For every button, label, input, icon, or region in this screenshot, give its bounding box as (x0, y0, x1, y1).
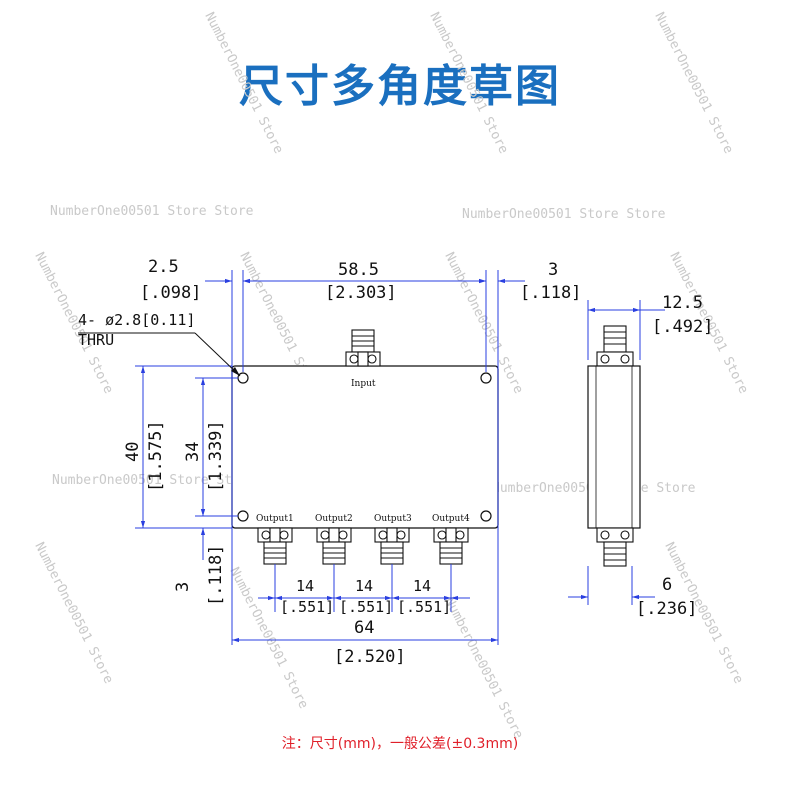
dim-edge-right-mm: 3 (548, 260, 558, 280)
output-connector-icon (257, 527, 293, 565)
dim-pitch-in: [.551] (280, 598, 334, 616)
port-label-output3: Output3 (374, 514, 412, 524)
side-view: 12.5 [.492] 6 [.236] (568, 293, 713, 619)
dim-pitch-mm: 14 (296, 577, 314, 595)
watermark-diag-2: NumberOne00501 Store (426, 10, 511, 156)
dim-width-in: [2.520] (334, 647, 406, 667)
dim-pitch-in: [.551] (339, 598, 393, 616)
dim-height-mm: 40 (123, 442, 143, 462)
dim-pitch-mm: 14 (355, 577, 373, 595)
output-connector-icon (316, 527, 352, 565)
watermark-diag-3: NumberOne00501 Store (651, 10, 736, 156)
splitter-body (231, 365, 499, 529)
dim-width-mm: 64 (354, 618, 374, 638)
page-title: 尺寸多角度草图 (239, 61, 561, 112)
dim-conn-mm: 6 (662, 575, 672, 595)
mount-hole-icon (480, 510, 492, 522)
watermark-1: NumberOne00501 Store Store (50, 204, 254, 219)
side-input-connector-icon (596, 325, 634, 367)
dim-hole-span-mm: 58.5 (338, 260, 379, 280)
port-label-output4: Output4 (432, 514, 470, 524)
dim-pitch-mm: 14 (413, 577, 431, 595)
hole-note-line1: 4- ø2.8[0.11] (78, 311, 195, 329)
side-output-connector-icon (596, 527, 634, 567)
hole-note-line2: THRU (78, 331, 114, 349)
dim-conn-in: [.236] (636, 599, 697, 619)
tolerance-note: 注：尺寸(mm)，一般公差(±0.3mm) (281, 736, 519, 752)
port-label-output2: Output2 (315, 514, 353, 524)
side-body (587, 365, 641, 529)
dim-edge-right-in: [.118] (520, 283, 581, 303)
mount-hole-icon (480, 372, 492, 384)
watermark-diag-10: NumberOne00501 Store (441, 595, 526, 741)
dim-edge-bottom-in: [.118] (206, 545, 226, 606)
dim-height-in: [1.575] (146, 420, 166, 492)
output-connector-icon (433, 527, 469, 565)
dim-hole-v-mm: 34 (183, 442, 203, 462)
dim-hole-v-in: [1.339] (206, 420, 226, 492)
dim-edge-left-in: [.098] (140, 283, 201, 303)
watermark-diag-1: NumberOne00501 Store (201, 10, 286, 156)
front-view: Input Output1 Output2 Output3 Output4 (78, 257, 581, 667)
dim-edge-left-mm: 2.5 (148, 257, 179, 277)
port-label-output1: Output1 (256, 514, 294, 524)
dim-edge-bottom-mm: 3 (173, 582, 193, 592)
input-connector-icon (345, 329, 381, 367)
output-connector-icon (374, 527, 410, 565)
port-label-input: Input (351, 379, 376, 389)
dim-depth-in: [.492] (652, 317, 713, 337)
dim-depth-mm: 12.5 (662, 293, 703, 313)
watermark-2: NumberOne00501 Store Store (462, 207, 666, 222)
watermark-diag-8: NumberOne00501 Store (31, 540, 116, 686)
dim-pitch-in: [.551] (397, 598, 451, 616)
dim-hole-span-in: [2.303] (325, 283, 397, 303)
